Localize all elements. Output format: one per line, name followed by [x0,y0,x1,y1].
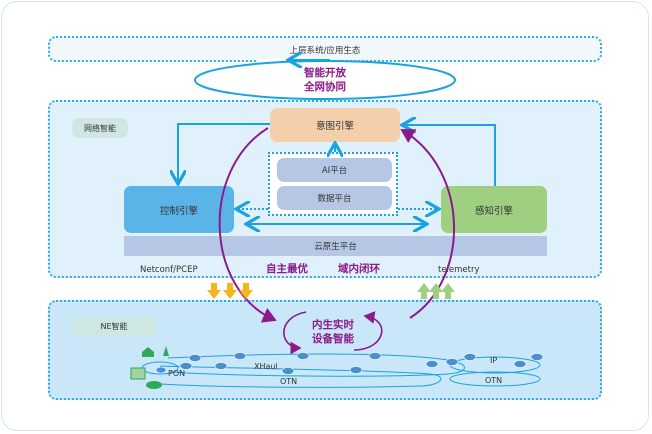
olt-icon [130,367,146,380]
ne-loop-right-arrow [353,311,383,351]
ne-intelligence-tag: NE智能 [72,316,156,336]
ne-loop-line1: 内生实时 [312,319,354,331]
ne-loop-line2: 设备智能 [312,333,354,345]
ne-loop-text: 内生实时 设备智能 [303,318,363,346]
network-rings [141,353,541,388]
onu-icon [146,381,162,389]
home-icon [142,347,154,357]
ring-label-pon: PON [168,369,186,378]
intent-engine-box: 意图引擎 [270,108,400,142]
ring-label-otn-right: OTN [485,376,503,385]
upper-system-label: 上层系统/应用生态 [289,46,361,56]
cloud-native-platform-bar: 云原生平台 [124,236,547,256]
sense-engine-box: 感知引擎 [441,186,547,233]
tower-icon [163,346,169,356]
open-loop-text: 智能开放 全网协同 [288,66,362,94]
domain-closed-loop-label: 域内闭环 [338,263,380,275]
sense-to-intent-arrow [404,125,496,186]
data-platform-box: 数据平台 [277,186,392,210]
autonomous-optimal-label: 自主最优 [266,263,308,275]
ring-label-xhaul: XHaul [254,362,278,371]
southbound-down-arrows [207,283,253,299]
purple-loop-right-arrow [400,128,456,319]
open-loop-line2: 全网协同 [304,81,346,93]
ne-loop-left-arrow [283,311,307,355]
control-engine-box: 控制引擎 [124,186,234,233]
northbound-up-arrows [417,283,455,299]
netconf-pcep-label: Netconf/PCEP [140,265,198,275]
intent-to-control-arrow [178,123,270,182]
ring-label-ip: IP [490,356,498,365]
purple-loop-left-arrow [218,127,277,323]
router-icons [155,352,544,375]
telemetry-label: telemetry [438,265,480,275]
ai-platform-box: AI平台 [277,158,392,182]
network-intelligence-tag: 网络智能 [72,118,128,138]
ellipse-gap [257,57,291,63]
ring-label-otn-left: OTN [280,377,298,386]
open-loop-line1: 智能开放 [304,67,346,79]
